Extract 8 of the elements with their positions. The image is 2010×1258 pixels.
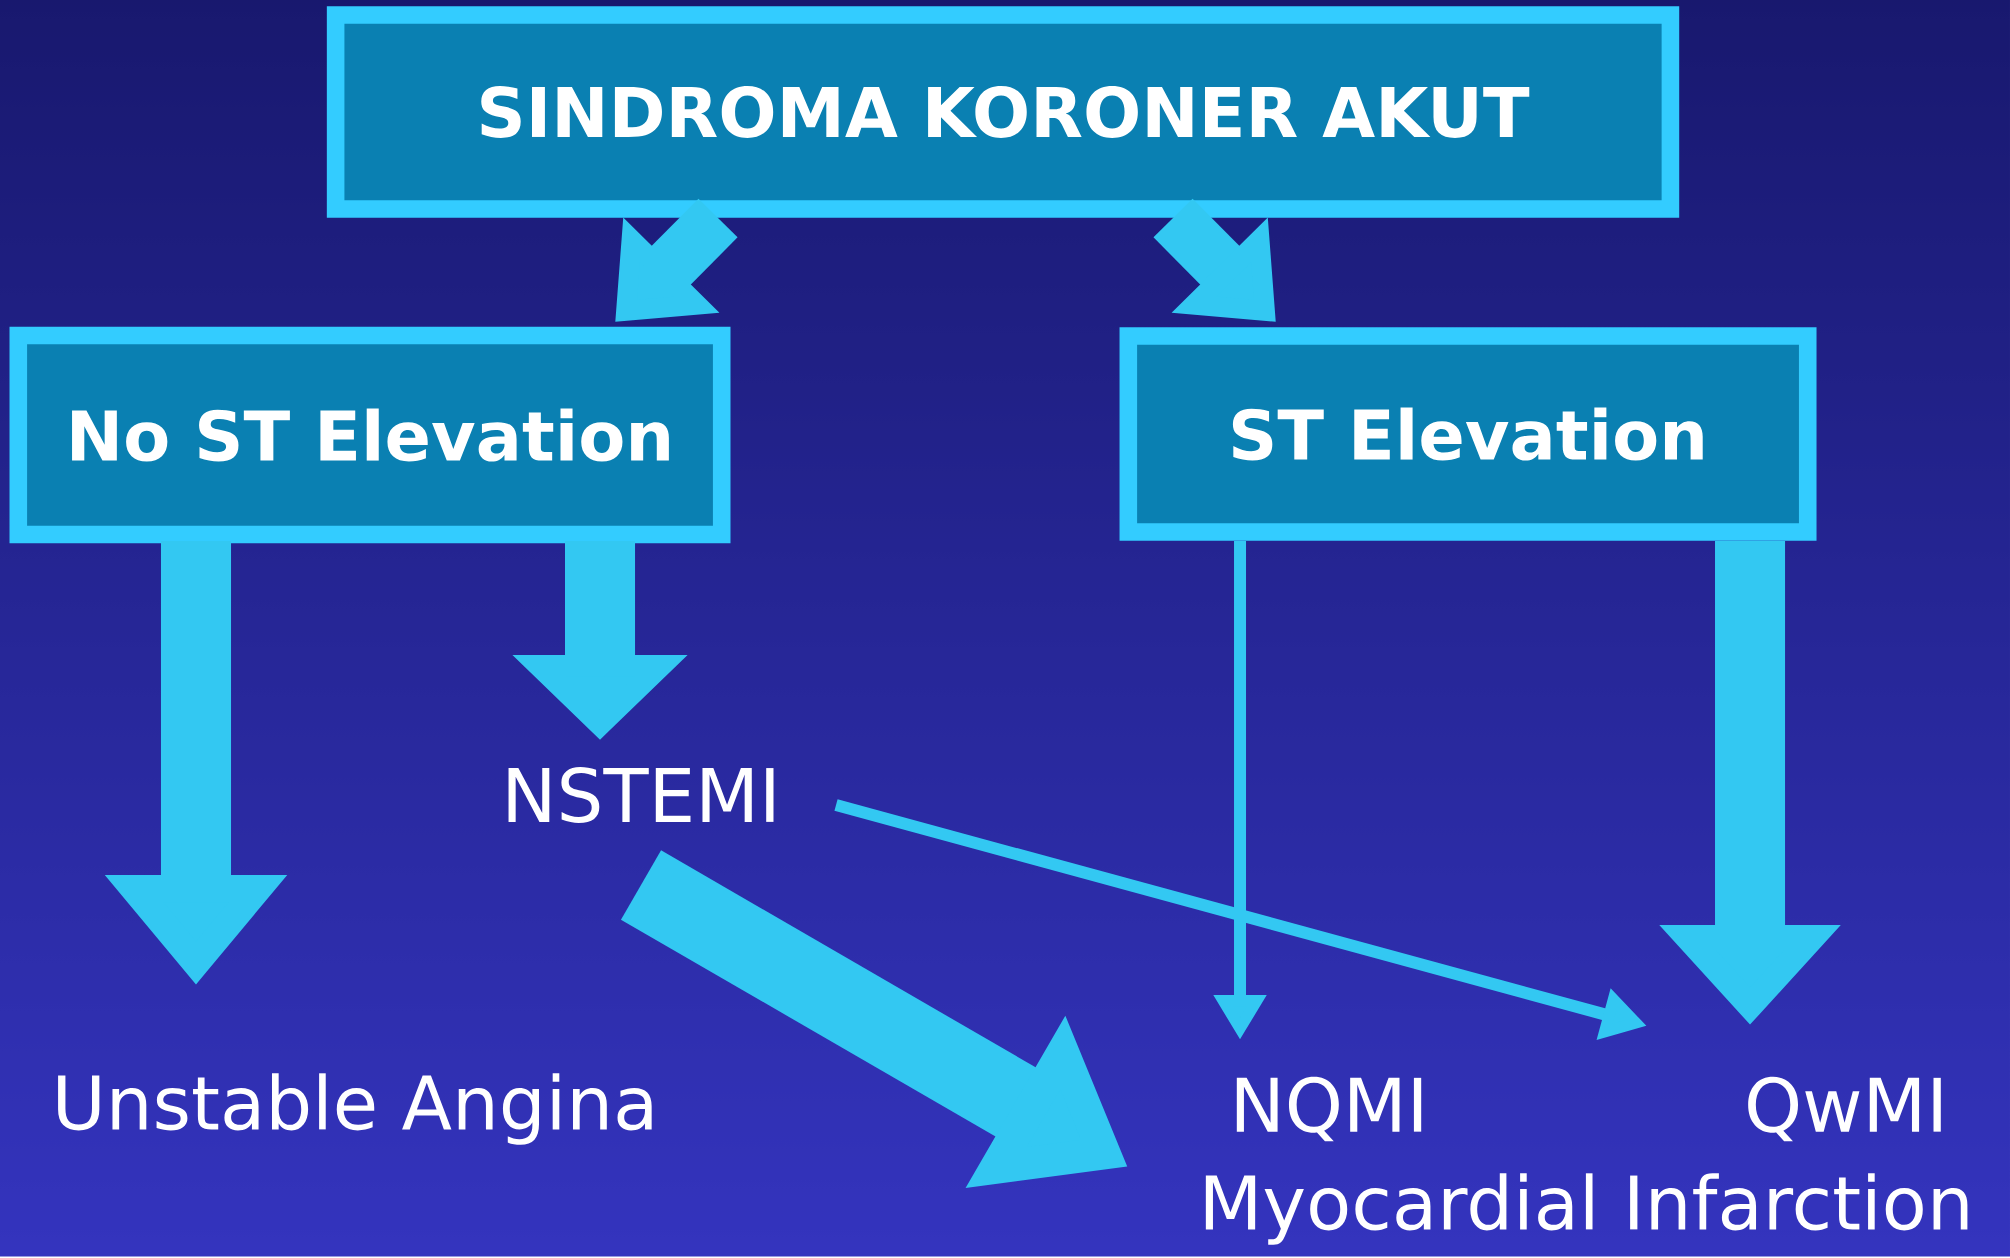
diagnosis-label: Myocardial Infarction bbox=[1205, 1173, 1968, 1245]
diagnosis-label: NSTEMI bbox=[508, 767, 774, 823]
category-box: ST Elevation bbox=[1119, 327, 1817, 541]
diagnosis-label: NQMI bbox=[1236, 1076, 1422, 1142]
category-box: No ST Elevation bbox=[9, 326, 731, 544]
diagnosis-label: QwMI bbox=[1748, 1076, 1941, 1142]
diagnosis-label: Unstable Angina bbox=[58, 1073, 652, 1145]
title-box: SINDROMA KORONER AKUT bbox=[326, 6, 1680, 218]
